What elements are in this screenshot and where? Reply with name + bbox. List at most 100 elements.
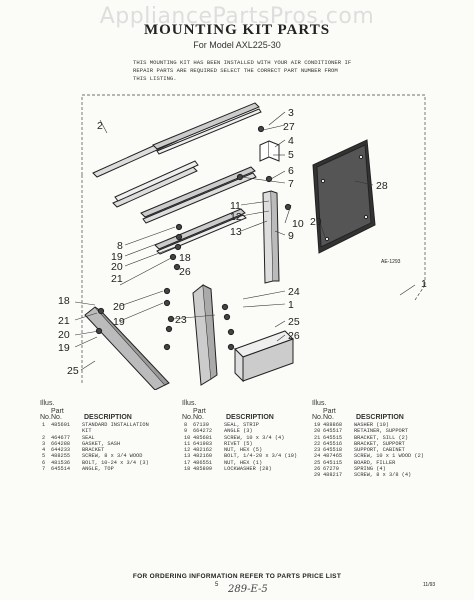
part-no: 482162 bbox=[193, 447, 213, 454]
header-part: Part bbox=[193, 408, 206, 415]
header-description: DESCRIPTION bbox=[84, 414, 132, 421]
part-no: 67139 bbox=[193, 422, 209, 428]
part-no: 485601 bbox=[51, 422, 71, 428]
fasteners bbox=[95, 125, 292, 351]
part-description: SEAL, STRIP bbox=[224, 422, 259, 428]
header-description: DESCRIPTION bbox=[356, 414, 404, 421]
callout-1: 1 bbox=[288, 299, 294, 311]
part-no: 482160 bbox=[193, 453, 213, 460]
illus-no: 8 bbox=[184, 422, 188, 428]
part-no: 488868 bbox=[323, 422, 343, 428]
part-description: BOLT, 1/4-20 x 3/4 (10) bbox=[224, 453, 298, 460]
part-description: SEAL bbox=[82, 434, 95, 441]
callout-3: 3 bbox=[288, 107, 294, 119]
callout-22: 23 bbox=[175, 314, 187, 326]
illus-no: 17 bbox=[184, 459, 191, 466]
legend-row: 8 67139 SEAL, STRIP bbox=[182, 422, 317, 428]
illus-no: 24 bbox=[314, 453, 321, 460]
header-no: No. bbox=[312, 414, 323, 421]
header-no2: No. bbox=[193, 414, 204, 421]
part-no: 481536 bbox=[51, 459, 71, 466]
legend-header: Illus. Part No. No. DESCRIPTION bbox=[40, 400, 175, 422]
illus-no: 1 bbox=[42, 422, 46, 428]
part-no: 664288 bbox=[51, 440, 71, 447]
illus-no: 23 bbox=[314, 447, 321, 454]
part-description: SCREW, 8 x 3/8 (4) bbox=[354, 472, 412, 479]
illus-no: 11 bbox=[184, 440, 191, 447]
callout-27: 27 bbox=[283, 121, 295, 133]
callout-20: 20 bbox=[111, 261, 123, 273]
illus-no: 3 bbox=[42, 440, 46, 447]
diagram-code: AE-1293 bbox=[381, 259, 401, 265]
parts-illustration bbox=[74, 102, 416, 390]
handwritten-note: 289-E-5 bbox=[228, 584, 268, 595]
illus-no: 20 bbox=[314, 428, 321, 435]
watermark: AppliancePartsPros.com bbox=[99, 4, 375, 29]
part-description: NUT, HEX (1) bbox=[224, 459, 263, 466]
illus-no: 10 bbox=[184, 434, 191, 441]
callout-18b: 18 bbox=[58, 295, 70, 307]
intro-line: THIS MOUNTING KIT HAS BEEN INSTALLED WIT… bbox=[133, 59, 352, 66]
callout-11: 11 bbox=[230, 200, 241, 212]
angle-part bbox=[262, 190, 280, 284]
leader-lines bbox=[74, 111, 416, 371]
bracket-part bbox=[259, 140, 280, 162]
intro-line: REPAIR PARTS ARE REQUIRED SELECT THE COR… bbox=[133, 67, 338, 74]
illus-no: 6 bbox=[42, 459, 46, 466]
illus-no: 18 bbox=[184, 466, 191, 473]
callout-18: 18 bbox=[179, 252, 191, 264]
callout-1b: 1 bbox=[421, 278, 427, 290]
part-no: 464677 bbox=[51, 434, 71, 441]
document-code: 11/93 bbox=[423, 582, 436, 588]
part-no: 67270 bbox=[323, 466, 339, 473]
part-no: 485809 bbox=[193, 466, 213, 473]
part-description: BOLT, 10-24 x 3/4 (3) bbox=[82, 459, 149, 466]
callout-19b: 19 bbox=[113, 316, 125, 328]
illus-no: 19 bbox=[314, 422, 321, 428]
part-no: 645514 bbox=[51, 466, 71, 473]
part-no: 486551 bbox=[193, 459, 213, 466]
callout-7: 7 bbox=[288, 178, 294, 190]
callout-26b: 26 bbox=[288, 330, 300, 342]
callout-19c: 19 bbox=[58, 342, 70, 354]
legend-header: Illus. Part No. No. DESCRIPTION bbox=[312, 400, 447, 422]
part-description: BOARD, FILLER bbox=[354, 459, 396, 466]
filler-board bbox=[312, 139, 376, 254]
support-bracket bbox=[192, 284, 218, 386]
model-subtitle: For Model AXL225-30 bbox=[193, 40, 281, 50]
part-no: 488255 bbox=[51, 453, 71, 460]
header-description: DESCRIPTION bbox=[226, 414, 274, 421]
intro-text: THIS MOUNTING KIT HAS BEEN INSTALLED WIT… bbox=[133, 59, 383, 83]
callout-26: 26 bbox=[179, 266, 191, 278]
part-description: ANGLE (3) bbox=[224, 428, 253, 435]
callout-21: 21 bbox=[111, 273, 123, 285]
callout-23: 24 bbox=[288, 286, 300, 298]
part-description: LOCKWASHER (28) bbox=[224, 466, 272, 473]
ordering-footer: FOR ORDERING INFORMATION REFER TO PARTS … bbox=[132, 573, 342, 580]
callout-9: 9 bbox=[288, 230, 294, 242]
header-no2: No. bbox=[323, 414, 334, 421]
illus-no: 22 bbox=[314, 440, 321, 447]
callout-5: 5 bbox=[288, 149, 294, 161]
intro-line: THIS LISTING. bbox=[133, 75, 177, 82]
callout-12: 12 bbox=[230, 211, 242, 223]
part-description: SUPPORT, CABINET bbox=[354, 447, 405, 454]
part-no: 487465 bbox=[323, 453, 343, 460]
part-no: 645517 bbox=[323, 428, 343, 435]
header-part: Part bbox=[323, 408, 336, 415]
part-description: SCREW, 10 x 3/4 (4) bbox=[224, 434, 285, 441]
header-illus: Illus. bbox=[182, 400, 197, 407]
illus-no: 29 bbox=[314, 472, 321, 479]
